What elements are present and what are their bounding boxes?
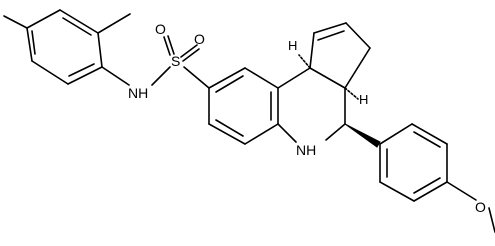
sulfonamide-nh-label: NH [128,85,148,101]
stereo-h-top-label: H [288,38,297,53]
methoxyphenyl-ring [344,123,495,233]
cyclopentene-ring [309,22,371,89]
sulfonyl-oxygen-right: O [194,31,205,47]
quinoline-aromatic-ring [208,67,279,145]
methoxy-oxygen-label: O [475,199,486,215]
dimethylphenyl-ring [3,9,131,86]
ring-nh-label: NH [296,142,316,158]
sulfonamide-group [151,35,210,89]
tetrahydro-ring [277,67,346,143]
stereo-hydrogen-bonds [298,54,359,100]
sulfur-label: S [171,53,180,69]
stereo-h-mid-label: H [359,92,368,107]
sulfonyl-oxygen-top: O [155,21,166,37]
